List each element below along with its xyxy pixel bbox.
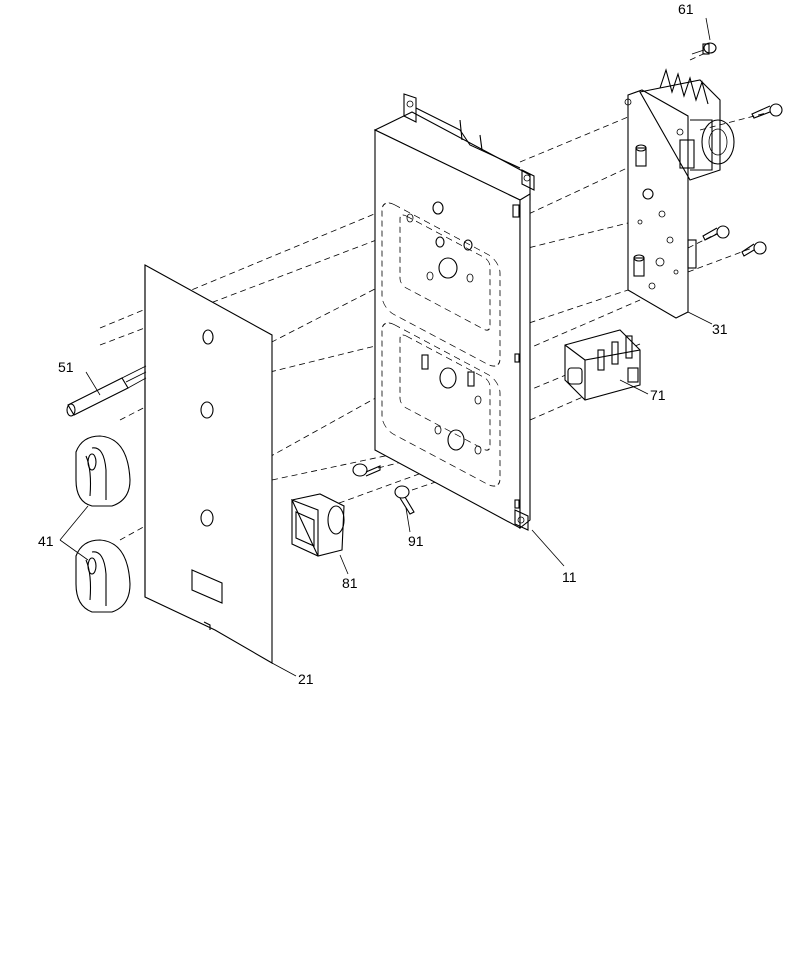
screw-right-upper xyxy=(751,103,783,119)
callout-91: 91 xyxy=(408,533,424,549)
callout-31: 31 xyxy=(712,321,728,337)
callout-21: 21 xyxy=(298,671,314,687)
knob-41-upper xyxy=(75,435,131,507)
knob-41-lower xyxy=(75,539,131,613)
lamp-81 xyxy=(290,493,345,557)
motor-assembly-31 xyxy=(624,68,735,319)
callout-61: 61 xyxy=(678,1,694,17)
callout-41: 41 xyxy=(38,533,54,549)
callout-51: 51 xyxy=(58,359,74,375)
front-panel-21 xyxy=(144,264,273,664)
screw-right-middle xyxy=(702,225,730,241)
control-box-11 xyxy=(373,93,535,531)
leader-lines xyxy=(59,17,713,677)
callout-11: 11 xyxy=(562,569,577,585)
callout-71: 71 xyxy=(650,387,666,403)
callout-labels: 61 31 71 51 41 81 91 11 21 xyxy=(38,1,728,687)
switch-71 xyxy=(564,329,641,401)
screw-box-left xyxy=(352,463,381,477)
screw-61 xyxy=(691,42,717,55)
screw-right-lower xyxy=(741,241,767,257)
callout-81: 81 xyxy=(342,575,358,591)
screw-91 xyxy=(394,485,415,515)
shaft-51 xyxy=(66,365,147,417)
